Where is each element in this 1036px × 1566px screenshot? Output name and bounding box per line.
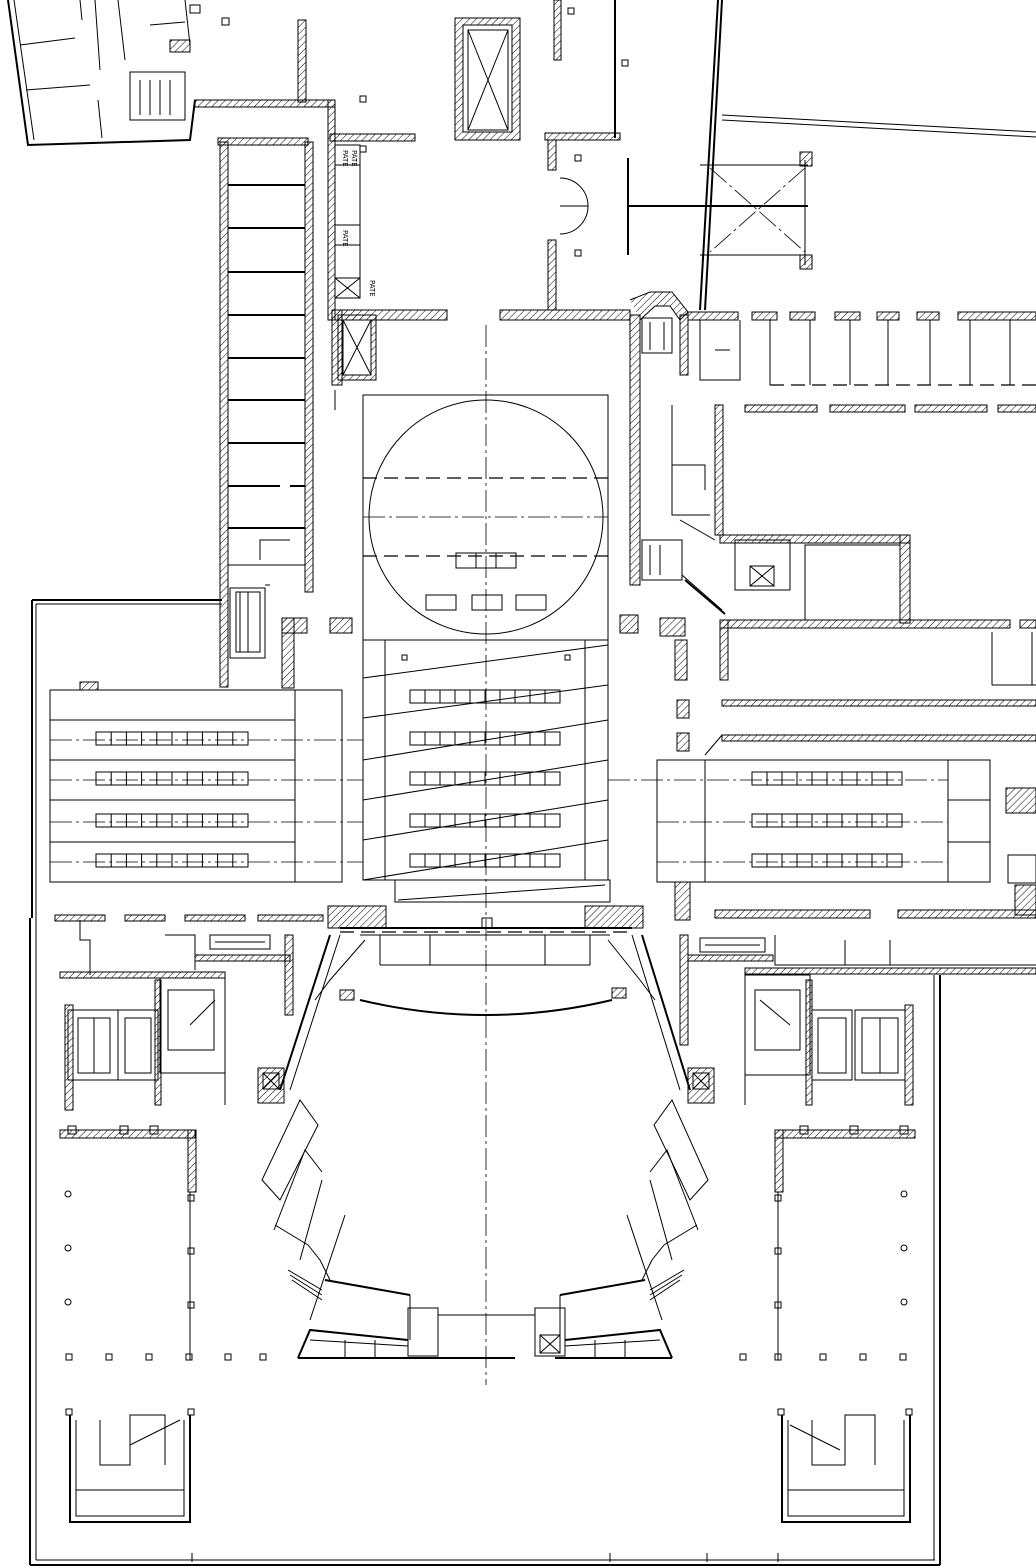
column-square [739,1353,747,1361]
column-square [774,1353,782,1361]
column-square [65,1353,73,1361]
seat-row [751,813,903,828]
proscenium [327,905,644,1016]
column-square [187,1247,195,1255]
column-square [185,1353,193,1361]
column-square [774,1301,782,1309]
column-square [187,1194,195,1202]
column-square [145,1353,153,1361]
column-square [187,1301,195,1309]
wing-left [49,689,363,883]
offices-top-left [7,0,201,147]
column-square [774,1247,782,1255]
seat-row [751,771,903,786]
walls-left-mid [31,599,353,918]
column-round [64,1244,72,1252]
walls-top-right [544,0,1036,311]
equipment-label: PATE [341,230,349,247]
seat-row [409,689,561,704]
seat-row [409,853,561,868]
seat-row [95,771,249,786]
column-square [105,1353,113,1361]
seat-row [409,731,561,746]
walls-top-center: PATE PATE PATE PATE [194,17,416,321]
central-stage [331,309,611,950]
seat-row [95,731,249,746]
column-square [819,1353,827,1361]
column-round [900,1244,908,1252]
seating-banks [95,689,903,868]
seat-row [95,813,249,828]
equipment-label: PATE [368,280,376,297]
column-square [859,1353,867,1361]
seat-row [751,853,903,868]
columns [64,1190,908,1562]
column-round [64,1298,72,1306]
seat-row [409,813,561,828]
column-square [774,1194,782,1202]
storage-left [219,141,314,688]
column-round [900,1298,908,1306]
column-square [259,1353,267,1361]
stairs-lower-left [29,914,940,1566]
corridors-right [499,291,1036,921]
wing-right [608,759,1036,916]
seat-row [95,853,249,868]
equipment-label: PATE [350,150,358,167]
column-round [64,1190,72,1198]
equipment-label: PATE [341,150,349,167]
seat-row [409,771,561,786]
auditorium [257,934,715,1385]
column-square [899,1353,907,1361]
elevator-top [454,17,521,141]
column-round [900,1190,908,1198]
stairs-lower-right [679,934,1036,1565]
column-square [224,1353,232,1361]
